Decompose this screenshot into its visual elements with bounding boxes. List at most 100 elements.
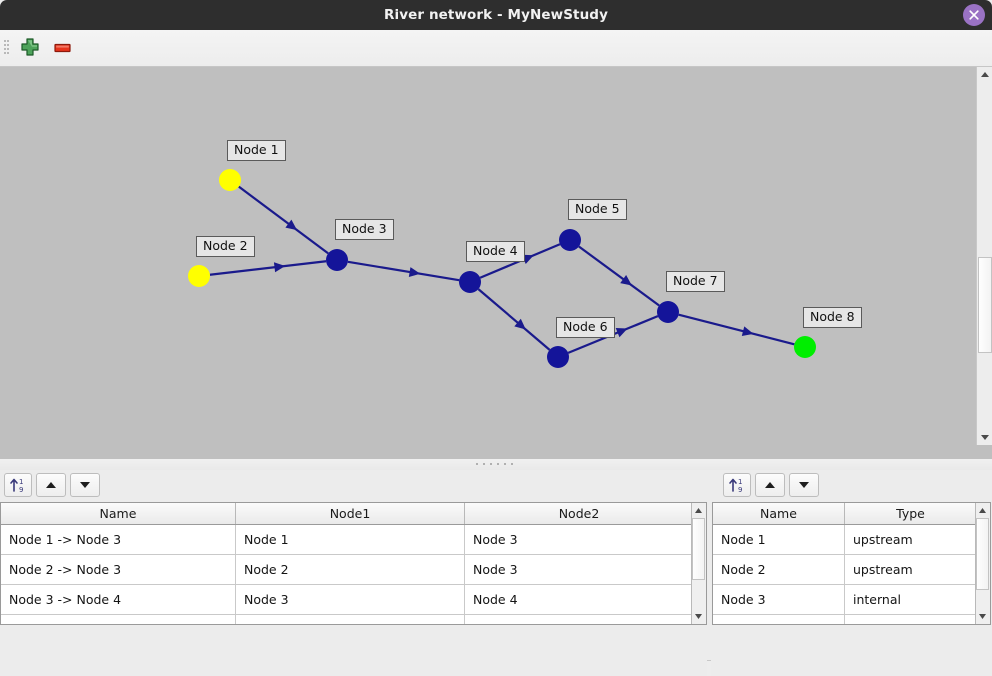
table-cell[interactable]: Node 4 [236,615,465,624]
column-header-name[interactable]: Name [1,503,236,524]
table-cell[interactable]: Node 2 -> Node 3 [1,555,236,584]
graph-node-label[interactable]: Node 3 [335,219,394,240]
table-cell[interactable]: upstream [853,562,913,577]
delete-node-icon[interactable] [50,37,74,59]
sort-icon[interactable]: 1 9 [4,473,32,497]
scroll-down-arrow-icon[interactable] [977,429,992,445]
table-cell[interactable]: Node 2 [236,555,465,584]
graph-edge[interactable] [578,245,660,307]
table-cell[interactable]: Node 1 [713,525,845,554]
nodes-scroll-down-arrow-icon[interactable] [975,608,990,624]
svg-text:9: 9 [19,486,23,494]
reaches-toolbar: 1 9 [0,470,707,502]
table-cell[interactable]: Node 3 -> Node 4 [1,585,236,614]
splitter-grip [476,463,516,466]
graph-edge-arrow-icon [521,254,534,265]
nodes-toolbar: 1 9 [711,470,992,502]
move-up-icon[interactable] [755,473,785,497]
table-cell[interactable]: Node 2 [713,555,845,584]
table-cell[interactable]: internal [845,615,976,624]
nodes-scroll-up-arrow-icon[interactable] [975,503,990,519]
table-cell[interactable]: Node 3 [236,585,465,614]
canvas-vertical-scroll-thumb[interactable] [978,257,992,353]
graph-node-label[interactable]: Node 4 [466,241,525,262]
graph-node[interactable] [794,336,816,358]
graph-node-label[interactable]: Node 2 [196,236,255,257]
table-cell[interactable]: Node 5 [465,615,693,624]
graph-node[interactable] [657,301,679,323]
graph-node-label[interactable]: Node 7 [666,271,725,292]
nodes-table-scrollbar[interactable] [975,503,990,624]
graph-edge[interactable] [238,185,329,255]
graph-edge[interactable] [678,313,795,346]
table-cell[interactable]: internal [853,592,901,607]
nodes-table-row[interactable]: Node 2 upstream [713,555,990,585]
graph-node[interactable] [219,169,241,191]
graph-edge-arrow-icon [408,267,421,277]
horizontal-splitter[interactable] [0,459,992,470]
graph-node-label[interactable]: Node 5 [568,199,627,220]
column-header-name[interactable]: Name [713,503,845,524]
move-up-icon[interactable] [36,473,66,497]
table-cell[interactable]: Node 3 [473,562,518,577]
table-cell[interactable]: Node 4 [713,615,845,624]
svg-text:1: 1 [738,478,742,486]
sort-icon[interactable]: 1 9 [723,473,751,497]
column-header-node2[interactable]: Node2 [558,506,600,521]
column-header-type[interactable]: Type [896,506,925,521]
nodes-scroll-thumb[interactable] [976,518,989,590]
graph-edge-arrow-icon [615,327,628,338]
graph-edge-arrow-icon [741,326,754,337]
table-cell[interactable]: upstream [853,532,913,547]
graph-edge[interactable] [477,288,551,351]
graph-edge-arrow-icon [514,318,526,330]
table-cell[interactable]: Node 3 [473,532,518,547]
graph-node[interactable] [547,346,569,368]
graph-edge[interactable] [347,260,460,282]
graph-edge-arrow-icon [273,262,286,273]
reaches-scroll-down-arrow-icon[interactable] [691,608,706,624]
nodes-table-row[interactable]: Node 1 upstream [713,525,990,555]
graph-node-label[interactable]: Node 8 [803,307,862,328]
graph-node[interactable] [459,271,481,293]
table-cell[interactable]: Node 1 -> Node 3 [1,525,236,554]
close-icon[interactable] [963,4,985,26]
graph-edge[interactable] [209,260,327,276]
graph-node[interactable] [188,265,210,287]
table-cell[interactable]: Node 4 [473,592,518,607]
table-cell[interactable]: Node 4 -> Node 5 [1,615,236,624]
canvas-vertical-scrollbar[interactable] [976,67,992,445]
nodes-table-row[interactable]: Node 4internal [713,615,990,624]
table-cell[interactable]: Node 1 [236,525,465,554]
graph-node-label[interactable]: Node 1 [227,140,286,161]
graph-node-label[interactable]: Node 6 [556,317,615,338]
graph-edge-arrow-icon [285,219,298,231]
river-network-canvas[interactable]: Node 1 Node 2 Node 3 Node 4 Node 5 Node 6 Node… [0,67,992,459]
reaches-scroll-up-arrow-icon[interactable] [691,503,706,519]
network-graph[interactable] [0,67,992,459]
add-node-icon[interactable] [18,37,42,59]
reaches-scroll-thumb[interactable] [692,518,705,580]
table-cell[interactable]: Node 3 [713,585,845,614]
graph-node[interactable] [559,229,581,251]
graph-node[interactable] [326,249,348,271]
nodes-table-row[interactable]: Node 3 internal [713,585,990,615]
svg-text:9: 9 [738,486,742,494]
move-down-icon[interactable] [70,473,100,497]
reaches-table-scrollbar[interactable] [691,503,706,624]
move-down-icon[interactable] [789,473,819,497]
window-title: River network - MyNewStudy [384,7,608,23]
column-header-node1[interactable]: Node1 [236,503,465,524]
toolbar-drag-handle[interactable] [4,40,9,58]
scroll-up-arrow-icon[interactable] [977,67,992,83]
